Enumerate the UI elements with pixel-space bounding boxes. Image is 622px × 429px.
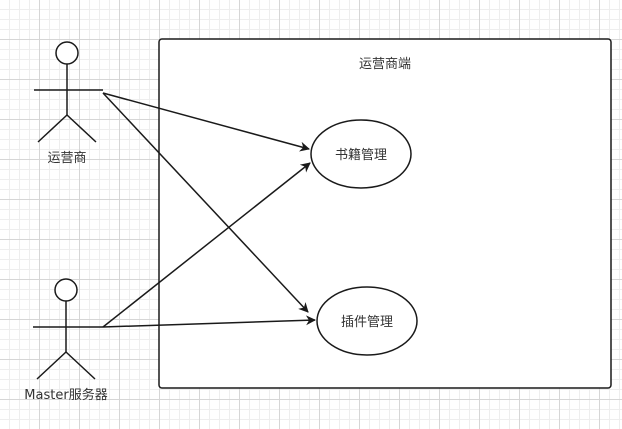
use-case-book-management[interactable]: 书籍管理 [310, 119, 412, 189]
actor-operator[interactable] [34, 41, 103, 143]
use-case-plugin-management[interactable]: 插件管理 [316, 286, 418, 356]
use-case-label: 书籍管理 [335, 147, 387, 163]
actor-head-icon [54, 278, 78, 302]
association-operator-book[interactable] [102, 92, 310, 152]
actor-head-icon [55, 41, 79, 65]
association-master-book[interactable] [102, 162, 311, 328]
actor-master-label: Master服务器 [24, 387, 107, 403]
use-case-label: 插件管理 [341, 315, 393, 330]
association-operator-plugin[interactable] [102, 92, 309, 313]
system-boundary[interactable]: 运营商端 [158, 38, 612, 389]
actor-master-server[interactable] [33, 278, 103, 380]
actor-operator-label: 运营商 [47, 151, 86, 166]
system-boundary-label: 运营商端 [359, 57, 411, 72]
associations [102, 92, 316, 328]
association-master-plugin[interactable] [102, 315, 316, 328]
